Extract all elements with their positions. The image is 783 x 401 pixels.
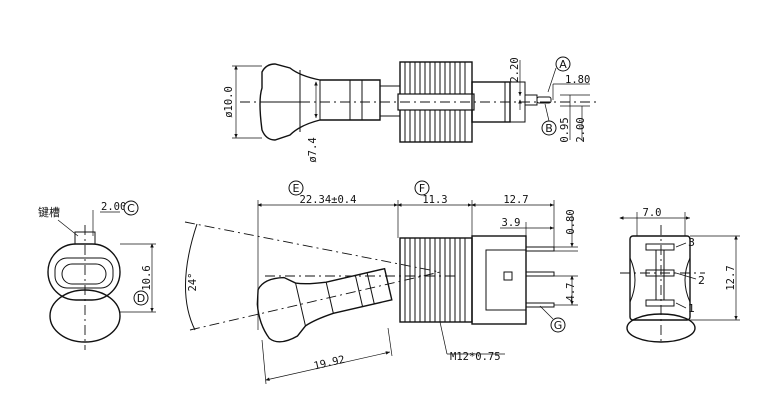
svg-text:A: A (559, 58, 567, 71)
side-view: 24° (184, 180, 578, 385)
marker-g (550, 317, 566, 333)
dim-0-95: 0.95 (559, 117, 571, 142)
dim-dia-7-4: ø7.4 (307, 137, 319, 162)
dim-22-34: 22.34±0.4 (300, 194, 357, 206)
left-bushing-outline (47, 243, 121, 301)
dim-4-7: 4.7 (565, 283, 577, 302)
right-body-outline (629, 235, 691, 321)
marker-d (133, 290, 149, 306)
side-tilted-knob (256, 267, 393, 343)
pin-label-1: 1 (688, 302, 695, 315)
svg-text:G: G (554, 319, 563, 332)
side-pin-top (525, 246, 555, 252)
svg-text:F: F (419, 182, 425, 195)
dim-2-00-top: 2.00 (575, 117, 587, 142)
left-front-view: 2.00 C 键槽 10.6 D (38, 200, 156, 350)
svg-text:D: D (137, 292, 145, 305)
dim-19-92: 19.92 (313, 354, 346, 373)
top-knob (259, 63, 381, 141)
side-threaded-bushing (399, 237, 473, 323)
svg-text:B: B (545, 122, 553, 135)
dim-2-20: 2.20 (509, 57, 521, 82)
thread-spec: M12*0.75 (450, 351, 501, 363)
marker-a (555, 56, 571, 72)
svg-text:E: E (293, 182, 300, 195)
dim-angle-24: 24° (187, 273, 199, 292)
dim-11-3: 11.3 (422, 194, 447, 206)
dim-3-9: 3.9 (502, 217, 521, 229)
marker-e (288, 180, 304, 196)
right-end-view: 7.0 12.7 3 2 1 (619, 207, 740, 345)
marker-c (123, 200, 139, 216)
pin-label-3: 3 (688, 236, 695, 249)
top-view: ø10.0 ø7.4 2.20 1.80 0.95 2.00 A B (223, 56, 600, 163)
dim-12-7-side: 12.7 (503, 194, 528, 206)
svg-text:C: C (127, 202, 135, 215)
marker-f (414, 180, 430, 196)
dim-10-6: 10.6 (141, 265, 153, 290)
dim-2-00-left: 2.00 (101, 201, 126, 213)
dim-7-0: 7.0 (643, 207, 662, 219)
side-switch-body (471, 235, 527, 325)
dim-1-80: 1.80 (565, 74, 590, 86)
keyway-label: 键槽 (38, 205, 60, 219)
dim-0-80: 0.80 (565, 209, 577, 234)
dim-12-7-right: 12.7 (725, 265, 737, 290)
side-pin-mid (525, 271, 555, 277)
dim-dia-10: ø10.0 (223, 86, 235, 118)
pin-label-2: 2 (698, 274, 705, 287)
